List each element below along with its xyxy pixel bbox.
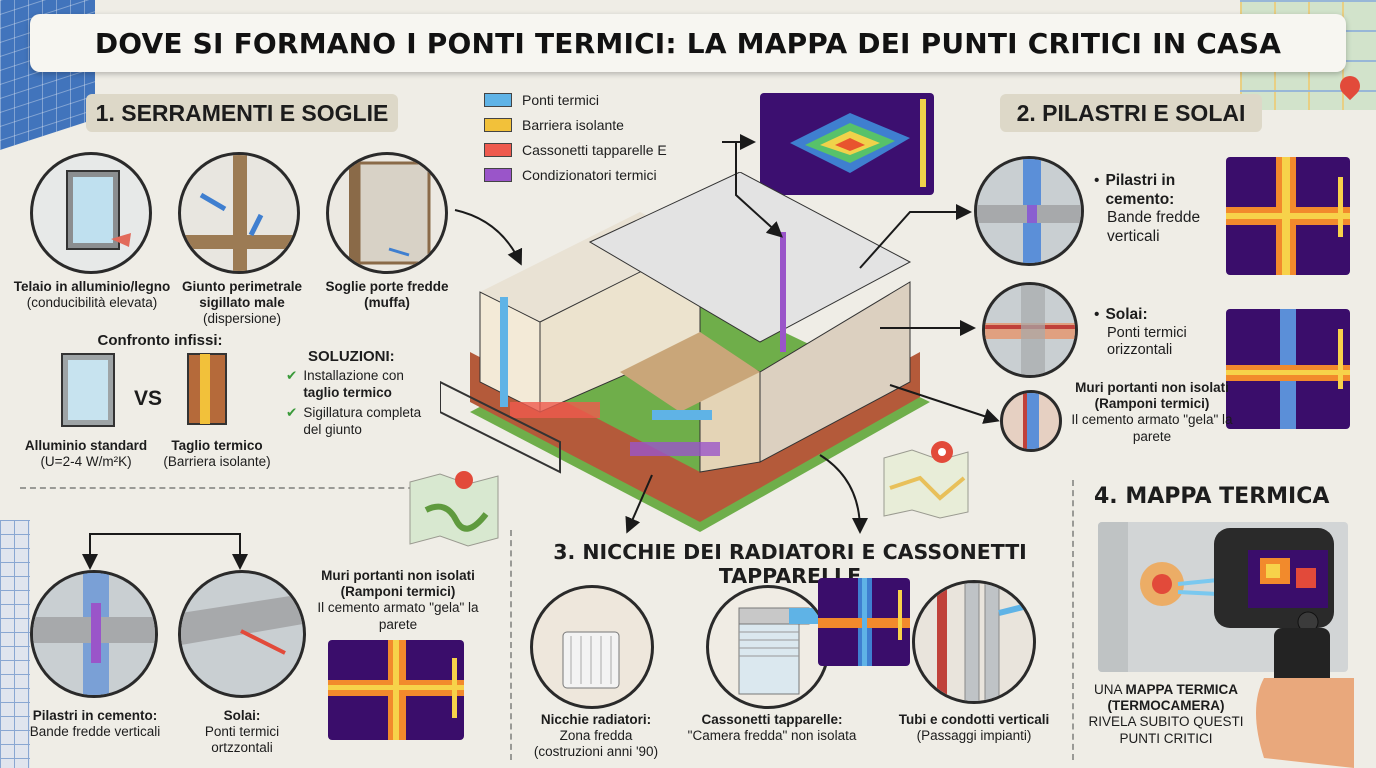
legend: Ponti termici Barriera isolante Cassonet… [484,90,724,190]
house-illustration [440,172,930,532]
legend-item: Condizionatori termici [484,167,657,183]
door-icon [349,155,431,271]
joint-caption: Giunto perimetrale sigillato male (dispe… [181,279,303,327]
thermal-map-caption: UNA MAPPA TERMICA (TERMOCAMERA) RIVELA S… [1088,682,1244,746]
section1-heading: 1. SERRAMENTI E SOGLIE [86,94,398,132]
legend-swatch [484,168,512,182]
comparison-title: Confronto infissi: [97,332,223,349]
pillar-icon [977,159,1081,263]
wall-thermal-image-bottom [328,640,464,740]
pillar-text: •Pilastri in cemento: Bande fredde verti… [1094,172,1201,245]
pillar-caption-bottom: Pilastri in cemento: Bande fredde vertic… [29,708,161,740]
shutter-box-icon [738,607,819,695]
slab-thermal-image [1226,309,1350,429]
joint-circle [178,152,300,274]
blueprint-bottom-left [0,520,30,768]
shutter-caption: Cassonetti tapparelle: "Camera fredda" n… [687,712,857,744]
thermal-break-window-icon [187,353,227,425]
pipes-caption: Tubi e condotti verticali (Passaggi impi… [898,712,1050,744]
window-frame-caption: Telaio in alluminio/legno (conducibilità… [13,279,171,311]
legend-swatch [484,118,512,132]
solutions-title: SOLUZIONI: [308,348,395,365]
check-icon: ✔ [286,368,298,384]
radiator-icon [562,631,620,689]
map-pin-map-icon [883,441,969,519]
joint-icon [181,155,297,271]
thermal-break-caption: Taglio termico (Barriera isolante) [163,438,271,470]
section2-heading: 2. PILASTRI E SOLAI [1000,94,1262,132]
vs-label: VS [133,387,162,410]
pillar-thermal-image [1226,157,1350,275]
thermal-house-image [760,93,934,195]
pipes-icon [937,583,1033,701]
pillar-bottom-icon [33,573,155,695]
wall-caption-bottom: Muri portanti non isolati (Ramponi termi… [317,568,479,632]
pipes-circle [912,580,1036,704]
divider-vertical [510,530,512,760]
divider-vertical-right [1072,480,1074,760]
pillar-circle-bottom [30,570,158,698]
slab-circle-bottom [178,570,306,698]
window-frame-circle [30,152,152,274]
section3-heading: 3. NICCHIE DEI RADIATORI E CASSONETTI TA… [553,540,1027,588]
legend-item: Cassonetti tapparelle E [484,142,667,158]
divider-left [20,487,474,489]
radiator-caption: Nicchie radiatori: Zona fredda (costruzi… [533,712,659,760]
door-threshold-circle [326,152,448,274]
wall-caption: Muri portanti non isolati (Ramponi termi… [1071,380,1233,444]
slab-text: •Solai: Ponti termici orizzontali [1094,306,1187,358]
shutter-thermal-image [818,578,910,666]
wall-icon [1023,393,1039,449]
slab-caption-bottom: Solai: Ponti termici ortzzontali [204,708,280,756]
shutter-box-circle [706,585,830,709]
title-banner: DOVE SI FORMANO I PONTI TERMICI: LA MAPP… [30,14,1346,72]
standard-window-caption: Alluminio standard (U=2-4 W/m²K) [24,438,148,470]
legend-item: Barriera isolante [484,117,624,133]
pillar-circle [974,156,1084,266]
legend-swatch [484,93,512,107]
slab-bottom-icon [181,593,303,655]
legend-item: Ponti termici [484,92,599,108]
window-frame-icon [66,170,131,250]
check-icon: ✔ [286,405,298,421]
thermal-camera-icon [1214,528,1354,768]
wall-circle [1000,390,1062,452]
page-title: DOVE SI FORMANO I PONTI TERMICI: LA MAPP… [94,26,1282,60]
door-threshold-caption: Soglie porte fredde (muffa) [325,279,449,311]
legend-swatch [484,143,512,157]
standard-window-icon [61,353,115,427]
radiator-circle [530,585,654,709]
map-icon [409,471,499,547]
section4-heading: 4. MAPPA TERMICA [1094,484,1330,509]
slab-icon [985,285,1075,375]
slab-circle [982,282,1078,378]
